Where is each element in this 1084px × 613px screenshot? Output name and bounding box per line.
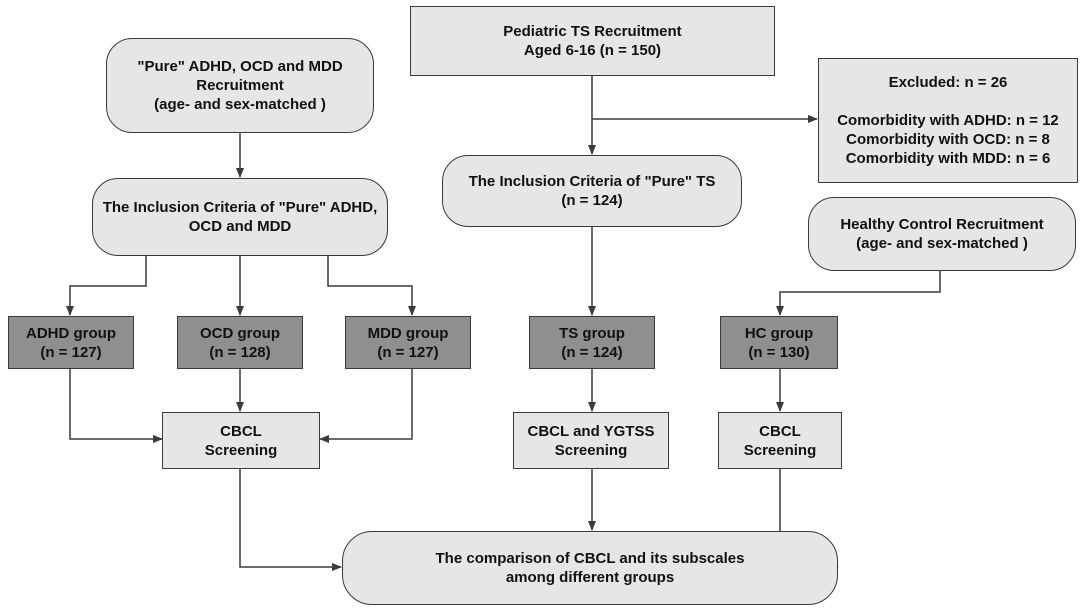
comparison-line2: among different groups (505, 569, 675, 586)
mdd-group-n: (n = 127) (377, 343, 439, 361)
ocd-group-n: (n = 128) (209, 343, 271, 361)
pediatric-ts-recruitment: Pediatric TS Recruitment Aged 6-16 (n = … (410, 6, 775, 76)
healthy-control-recruitment: Healthy Control Recruitment (age- and se… (808, 197, 1076, 271)
inclusion-criteria-ts: The Inclusion Criteria of "Pure" TS (n =… (442, 155, 742, 227)
adhd-group: ADHD group (n = 127) (8, 316, 134, 369)
hc-recruit-line2: (age- and sex-matched ) (856, 235, 1028, 252)
cbcl-screening-hc: CBCL Screening (718, 412, 842, 469)
hc-group-n: (n = 130) (748, 343, 810, 361)
excluded-mdd: Comorbidity with MDD: n = 6 (845, 150, 1051, 167)
pure-recruitment: "Pure" ADHD, OCD and MDD Recruitment (ag… (106, 38, 374, 133)
cbcl-screening-hc-line1: CBCL (759, 422, 801, 440)
ts-recruit-line2: Aged 6-16 (n = 150) (523, 42, 662, 59)
ts-recruit-line1: Pediatric TS Recruitment (503, 23, 682, 40)
edge-mdd-to-cbcl (319, 369, 413, 443)
adhd-group-n: (n = 127) (40, 343, 102, 361)
ts-group: TS group (n = 124) (529, 316, 655, 369)
ts-group-n: (n = 124) (561, 343, 623, 361)
edge-incl-to-mdd (327, 253, 416, 316)
cbcl-ygtss-screening: CBCL and YGTSS Screening (513, 412, 669, 469)
ocd-group: OCD group (n = 128) (177, 316, 303, 369)
cbcl-screening-pure-line2: Screening (204, 441, 278, 459)
incl-ts-line1: The Inclusion Criteria of "Pure" TS (468, 173, 716, 190)
pure-recruit-line1: "Pure" ADHD, OCD and MDD (137, 58, 343, 75)
adhd-group-label: ADHD group (26, 324, 116, 342)
excluded-box: Excluded: n = 26 Comorbidity with ADHD: … (818, 58, 1078, 183)
cbcl-screening-pure-line1: CBCL (220, 422, 262, 440)
edge-adhd-to-cbcl (69, 369, 163, 443)
edge-cbcl1-to-comparison (239, 469, 342, 571)
pure-recruit-line3: (age- and sex-matched ) (154, 96, 326, 113)
edge-hc-recruit-to-hc-group (776, 271, 941, 316)
hc-group-label: HC group (744, 324, 814, 342)
ocd-group-label: OCD group (200, 324, 280, 342)
incl-pure-line2: OCD and MDD (188, 218, 292, 235)
comparison-node: The comparison of CBCL and its subscales… (342, 531, 838, 605)
hc-group: HC group (n = 130) (720, 316, 838, 369)
comparison-line1: The comparison of CBCL and its subscales (435, 550, 745, 567)
hc-recruit-line1: Healthy Control Recruitment (840, 216, 1044, 233)
pure-recruit-line2: Recruitment (196, 77, 284, 94)
cbcl-ygtss-line2: Screening (554, 441, 628, 459)
cbcl-screening-hc-line2: Screening (743, 441, 817, 459)
mdd-group: MDD group (n = 127) (345, 316, 471, 369)
excluded-ocd: Comorbidity with OCD: n = 8 (846, 131, 1050, 148)
cbcl-screening-pure: CBCL Screening (162, 412, 320, 469)
edge-incl-to-adhd (66, 253, 147, 316)
excluded-line1: Excluded: n = 26 (888, 74, 1008, 91)
excluded-adhd: Comorbidity with ADHD: n = 12 (837, 112, 1059, 129)
mdd-group-label: MDD group (367, 324, 449, 342)
incl-pure-line1: The Inclusion Criteria of "Pure" ADHD, (102, 199, 378, 216)
cbcl-ygtss-line1: CBCL and YGTSS (527, 422, 655, 440)
incl-ts-line2: (n = 124) (561, 192, 623, 209)
ts-group-label: TS group (559, 324, 625, 342)
inclusion-criteria-pure: The Inclusion Criteria of "Pure" ADHD, O… (92, 178, 388, 256)
